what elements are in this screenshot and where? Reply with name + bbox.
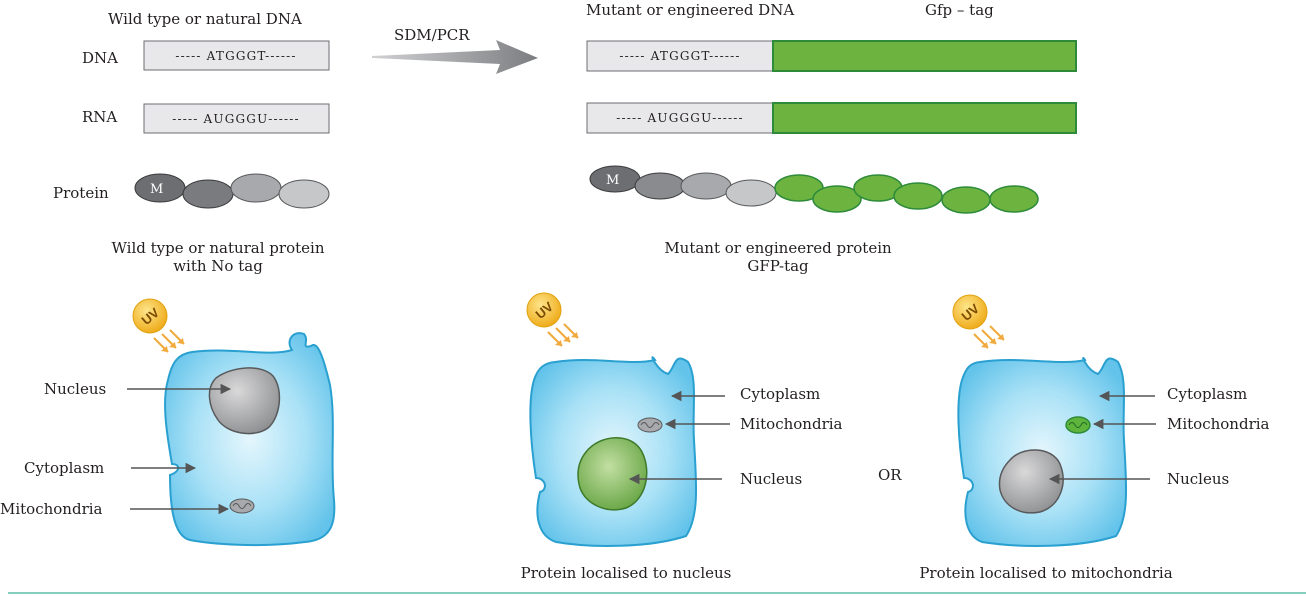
mitochondrion-1 xyxy=(229,498,255,514)
wild-rna-box xyxy=(143,103,330,134)
mitochondria-label-1: Mitochondria xyxy=(0,500,103,518)
nucleus-label-2: Nucleus xyxy=(740,470,802,488)
cytoplasm-label-2: Cytoplasm xyxy=(740,385,820,403)
dna-row-label: DNA xyxy=(82,49,118,67)
mutant-protein-caption-line1: Mutant or engineered protein xyxy=(664,239,892,257)
nucleus-label-3: Nucleus xyxy=(1167,470,1229,488)
cytoplasm-label-1: Cytoplasm xyxy=(24,459,104,477)
mutant-dna-sequence: ----- ATGGGT------ xyxy=(619,49,740,63)
protein-row-label: Protein xyxy=(53,184,109,202)
rna-row-label: RNA xyxy=(82,108,117,126)
caption-mitochondria: Protein localised to mitochondria xyxy=(919,564,1172,582)
mitochondrion-2 xyxy=(637,417,663,433)
gfp-dna-segment xyxy=(772,40,1077,72)
mutant-protein-caption-line2: GFP-tag xyxy=(747,257,809,275)
met-label-mutant: M xyxy=(606,173,619,188)
or-label: OR xyxy=(878,466,902,484)
nucleus-grey-3 xyxy=(998,449,1064,514)
wild-dna-box xyxy=(143,40,330,71)
wild-dna-title: Wild type or natural DNA xyxy=(108,10,302,28)
uv-sun-1 xyxy=(132,298,185,353)
wild-protein-caption-line2: with No tag xyxy=(173,257,263,275)
wild-protein-chain xyxy=(134,173,330,209)
mitochondria-label-2: Mitochondria xyxy=(740,415,843,433)
gfp-tag-title: Gfp – tag xyxy=(925,1,994,19)
caption-nucleus: Protein localised to nucleus xyxy=(521,564,732,582)
mutant-rna-sequence: ----- AUGGGU------ xyxy=(616,111,743,125)
mitochondria-label-3: Mitochondria xyxy=(1167,415,1270,433)
uv-sun-2 xyxy=(526,292,579,347)
mutant-dna-box xyxy=(586,40,774,72)
mutant-protein-chain xyxy=(589,165,1039,214)
wild-rna-sequence: ----- AUGGGU------ xyxy=(172,112,299,126)
nucleus-label-1: Nucleus xyxy=(44,380,106,398)
uv-sun-3 xyxy=(952,294,1005,349)
mitochondrion-gfp-3 xyxy=(1065,416,1091,434)
gfp-rna-segment xyxy=(772,102,1077,134)
sdm-pcr-label: SDM/PCR xyxy=(394,26,470,44)
cell-wild-type xyxy=(164,332,336,547)
mutant-dna-title: Mutant or engineered DNA xyxy=(586,1,794,19)
cytoplasm-label-3: Cytoplasm xyxy=(1167,385,1247,403)
wild-dna-sequence: ----- ATGGGT------ xyxy=(175,49,296,63)
met-label: M xyxy=(150,182,163,197)
nucleus-green-2 xyxy=(577,437,648,511)
wild-protein-caption-line1: Wild type or natural protein xyxy=(112,239,325,257)
sdm-pcr-arrow xyxy=(372,40,538,74)
